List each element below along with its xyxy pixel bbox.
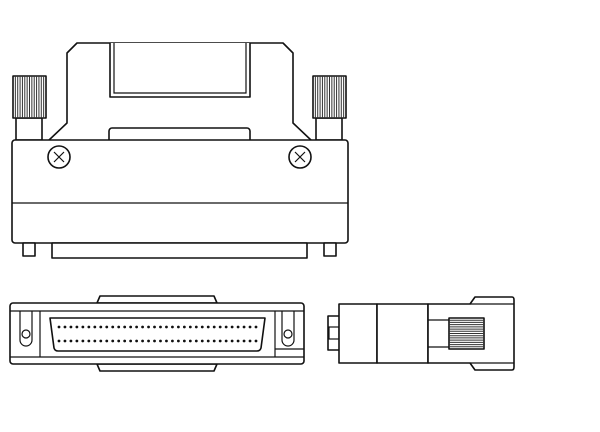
pin-array (57, 325, 258, 343)
pin (165, 325, 168, 329)
pin (194, 325, 198, 329)
pin (63, 339, 67, 343)
pin (117, 325, 121, 329)
pin (129, 325, 133, 329)
pin (105, 325, 109, 329)
pin (147, 339, 150, 343)
pin (153, 325, 156, 329)
pin (218, 325, 222, 329)
pin (224, 325, 228, 329)
pin (159, 325, 162, 329)
pin (117, 339, 121, 343)
guide-pin-left (22, 242, 36, 257)
pin (111, 339, 115, 343)
pin (236, 325, 240, 329)
pin (99, 339, 103, 343)
pin (69, 325, 73, 329)
plug (51, 242, 308, 259)
pin (75, 325, 79, 329)
pin (105, 339, 109, 343)
pin (176, 325, 180, 329)
pin (171, 325, 174, 329)
d-sub-shell (49, 317, 266, 352)
left-thumbscrew (12, 75, 47, 141)
pin (212, 325, 216, 329)
pin (129, 339, 133, 343)
right-screw-icon (288, 145, 312, 169)
pin (236, 339, 240, 343)
pin (147, 325, 150, 329)
pin (176, 339, 180, 343)
pin (188, 339, 192, 343)
pin (135, 339, 139, 343)
pin (63, 325, 67, 329)
pin (75, 339, 79, 343)
pin (81, 339, 85, 343)
pin (57, 325, 61, 329)
pin (224, 339, 228, 343)
pin (212, 339, 216, 343)
pin (99, 325, 103, 329)
pin (218, 339, 222, 343)
pin (194, 339, 198, 343)
hood-window (109, 43, 251, 98)
pin (206, 325, 210, 329)
pin (248, 339, 252, 343)
pin (141, 325, 144, 329)
guide-pin-right (323, 242, 337, 257)
pin (165, 339, 168, 343)
pin (123, 325, 127, 329)
pin (57, 339, 61, 343)
pin (93, 339, 97, 343)
pin (111, 325, 115, 329)
pin (135, 325, 139, 329)
pin (171, 339, 174, 343)
pin (153, 339, 156, 343)
pin (200, 339, 204, 343)
pin (93, 325, 97, 329)
bottom-view (9, 295, 305, 372)
pin (254, 325, 258, 329)
pin (81, 325, 85, 329)
side-view (327, 296, 515, 371)
pin (242, 339, 246, 343)
pin (242, 325, 246, 329)
pin (141, 339, 144, 343)
pin (188, 325, 192, 329)
pin (200, 325, 204, 329)
pin (69, 339, 73, 343)
pin (123, 339, 127, 343)
left-screw-icon (47, 145, 71, 169)
pin (206, 339, 210, 343)
pin (182, 325, 186, 329)
front-view (11, 42, 349, 259)
pin (230, 339, 234, 343)
pin (182, 339, 186, 343)
pin (87, 339, 91, 343)
pin (159, 339, 162, 343)
pin (230, 325, 234, 329)
pin (248, 325, 252, 329)
pin (87, 325, 91, 329)
right-thumbscrew (312, 75, 347, 141)
pin (254, 339, 258, 343)
